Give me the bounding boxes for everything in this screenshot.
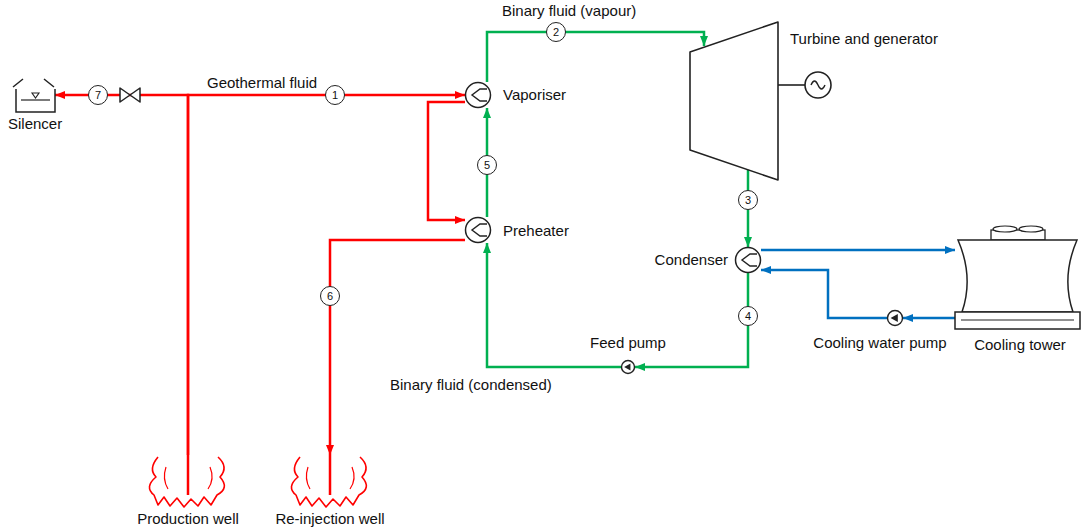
symbol-drawing [12, 77, 55, 113]
symbol-drawing [690, 46, 778, 150]
flow-pipe [487, 32, 704, 82]
pump-symbol: Cooling water pump [887, 310, 903, 326]
equipment-label: Cooling water pump [813, 334, 946, 351]
exchanger-coil [472, 224, 487, 236]
fan-blade [1019, 226, 1043, 232]
flow-pipe [428, 102, 465, 220]
exchanger-coil [742, 254, 757, 266]
generator-shaft [778, 84, 805, 86]
turbine-generator: Turbine and generator [690, 46, 778, 150]
generator-wave [811, 81, 825, 89]
flow-pipe [188, 95, 465, 455]
symbol-drawing [465, 82, 491, 108]
symbol-drawing [735, 247, 761, 273]
basin-water [961, 320, 1074, 321]
well-pipe [329, 455, 332, 495]
well-pipe [187, 455, 190, 495]
flow-pipe [903, 317, 955, 320]
symbol-drawing [465, 217, 491, 243]
equipment-label: Turbine and generator [790, 30, 938, 47]
heat-exchanger: Preheater [465, 217, 491, 243]
callout-number: 6 [320, 286, 340, 306]
pump-casing [888, 311, 903, 326]
heat-exchanger: Condenser [735, 247, 761, 273]
silencer-cap [13, 79, 54, 87]
callout-number: 1 [325, 85, 345, 105]
well: Production well [143, 455, 233, 507]
symbol-drawing [887, 310, 903, 326]
exchanger-shell [466, 218, 491, 243]
generator-symbol [805, 72, 831, 98]
flow-label: Binary fluid (vapour) [500, 2, 638, 19]
exchanger-shell [466, 83, 491, 108]
equipment-label: Vaporiser [503, 86, 566, 103]
silencer-body [16, 89, 55, 112]
exchanger-shell [736, 248, 761, 273]
fan-blade [993, 226, 1017, 232]
equipment-label: Feed pump [590, 334, 666, 351]
symbol-drawing [955, 225, 1080, 330]
pump-impeller [891, 314, 898, 322]
callout-number: 5 [477, 155, 497, 175]
callout-number: 4 [738, 306, 758, 326]
pump-symbol [888, 311, 903, 326]
heat-exchanger: Vaporiser [465, 82, 491, 108]
generator-casing [805, 72, 831, 98]
equipment-label: Preheater [503, 222, 569, 239]
pump-casing [622, 361, 635, 374]
callout-number: 3 [738, 190, 758, 210]
heat-exchanger-symbol [736, 248, 761, 273]
symbol-drawing [143, 455, 233, 507]
equipment-label: Cooling tower [974, 336, 1066, 353]
water-level-mark [32, 93, 39, 98]
heat-exchanger-symbol [466, 218, 491, 243]
callout-number: 7 [88, 85, 108, 105]
flow-pipe [635, 273, 748, 367]
tower-basin [955, 312, 1080, 329]
valve-symbol [120, 88, 140, 102]
flow-pipe [761, 249, 955, 252]
symbol-drawing [287, 455, 373, 507]
well: Re-injection well [287, 455, 373, 507]
pump-symbol [622, 361, 635, 374]
heat-exchanger-symbol [466, 83, 491, 108]
equipment-label: Production well [137, 510, 239, 527]
callout-number: 2 [546, 22, 566, 42]
pump-symbol: Feed pump [621, 360, 635, 374]
equipment-label: Condenser [655, 251, 728, 268]
pump-impeller [624, 364, 630, 371]
cooling-tower: Cooling tower [955, 225, 1080, 330]
water-level [21, 99, 50, 100]
tower-shell [958, 240, 1077, 312]
flow-pipe [761, 270, 887, 318]
symbol-drawing [621, 360, 635, 374]
flow-label: Geothermal fluid [205, 74, 319, 91]
flow-pipe [55, 95, 188, 455]
turbine-symbol [690, 22, 778, 180]
silencer-tank: Silencer [12, 77, 55, 113]
exchanger-coil [472, 89, 487, 101]
flow-label: Binary fluid (condensed) [388, 376, 554, 393]
equipment-label: Re-injection well [275, 510, 384, 527]
equipment-label: Silencer [8, 115, 62, 132]
flow-pipe [330, 240, 465, 455]
